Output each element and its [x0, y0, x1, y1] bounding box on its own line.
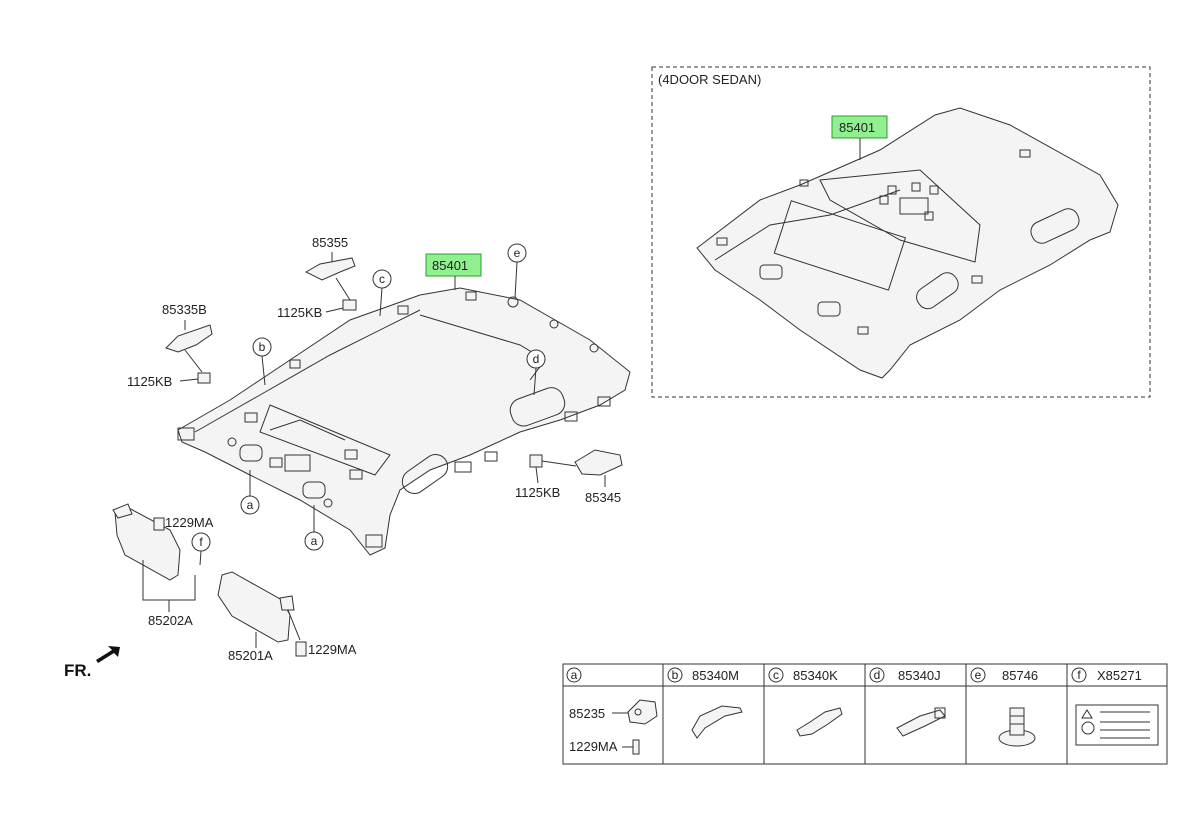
label-1125kb-left: 1125KB	[127, 374, 172, 389]
svg-text:b: b	[672, 668, 679, 682]
label-85201a: 85201A	[228, 648, 273, 663]
svg-text:a: a	[247, 498, 254, 512]
legend-d: d 85340J	[869, 667, 946, 737]
legend-c: c 85340K	[768, 667, 843, 737]
main-part-label: 85401	[432, 258, 468, 273]
screw-1125kb-top	[342, 299, 357, 311]
svg-text:a: a	[311, 534, 318, 548]
callout-a-2: a	[304, 505, 324, 551]
warning-label-icon	[1075, 704, 1159, 746]
bracket-85335b	[165, 324, 213, 353]
callout-b: b	[252, 337, 272, 386]
callout-e: e	[507, 243, 527, 299]
label-85202a: 85202A	[148, 613, 193, 628]
svg-text:e: e	[975, 668, 982, 682]
label-1125kb-top: 1125KB	[277, 305, 322, 320]
svg-text:e: e	[514, 246, 521, 260]
bracket-85355	[304, 257, 356, 281]
main-headliner	[177, 287, 631, 556]
front-direction-label: FR.	[64, 661, 91, 680]
svg-text:d: d	[533, 352, 540, 366]
legend-a-part-bottom: 1229MA	[569, 739, 618, 754]
svg-text:f: f	[199, 535, 203, 549]
callout-a-1: a	[240, 470, 260, 515]
svg-text:c: c	[773, 668, 779, 682]
svg-text:X85271: X85271	[1097, 668, 1142, 683]
svg-text:a: a	[571, 668, 578, 682]
legend-a-part-top: 85235	[569, 706, 605, 721]
sunvisor-85202a	[112, 503, 181, 581]
svg-text:d: d	[874, 668, 881, 682]
legend-e: e 85746	[970, 667, 1038, 747]
front-arrow-icon	[96, 646, 120, 663]
bracket-85345	[574, 449, 623, 476]
callout-c: c	[372, 269, 392, 317]
callout-f: f	[191, 532, 211, 566]
screw-1125kb-left	[197, 372, 211, 384]
legend-table	[562, 663, 1168, 765]
label-85335b: 85335B	[162, 302, 207, 317]
label-1229ma-2: 1229MA	[308, 642, 357, 657]
svg-text:c: c	[379, 272, 385, 286]
label-1229ma-1: 1229MA	[165, 515, 214, 530]
svg-text:85340K: 85340K	[793, 668, 838, 683]
callout-d: d	[526, 349, 546, 396]
screw-1229ma-1	[153, 517, 165, 531]
screw-1125kb-right	[529, 454, 543, 468]
svg-text:85340J: 85340J	[898, 668, 941, 683]
legend-b: b 85340M	[667, 667, 743, 739]
label-85345: 85345	[585, 490, 621, 505]
svg-text:f: f	[1077, 668, 1081, 682]
screw-1229ma-2	[295, 641, 307, 657]
inset-headliner	[696, 107, 1119, 379]
main-part-highlight	[425, 253, 482, 277]
inset-frame	[651, 66, 1151, 398]
svg-text:85746: 85746	[1002, 668, 1038, 683]
inset-part-label: 85401	[839, 120, 875, 135]
sunvisor-85201a	[217, 571, 295, 643]
inset-title: (4DOOR SEDAN)	[658, 72, 761, 87]
label-85355: 85355	[312, 235, 348, 250]
label-1125kb-right: 1125KB	[515, 485, 560, 500]
legend-a: a 85235 1229MA	[566, 667, 658, 755]
svg-text:85340M: 85340M	[692, 668, 739, 683]
svg-text:b: b	[259, 340, 266, 354]
legend-f: f X85271	[1071, 667, 1159, 746]
